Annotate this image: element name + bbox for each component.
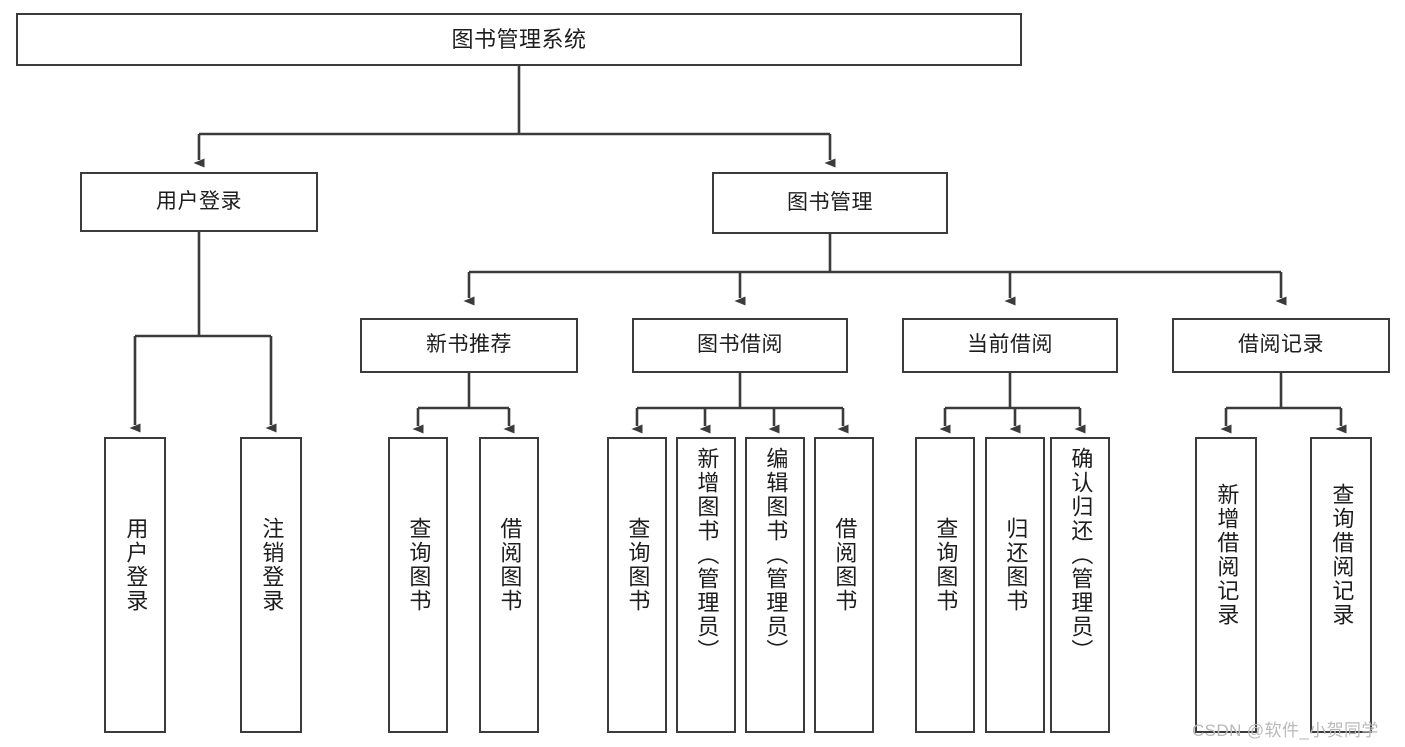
node-label: 查询图书 — [625, 517, 651, 613]
node-book-management[interactable]: 图书管理 — [712, 172, 948, 234]
node-label: 查询图书 — [933, 517, 959, 613]
leaf-user-login[interactable]: 用户登录 — [104, 437, 166, 733]
node-label: 查询借阅记录 — [1329, 483, 1355, 627]
leaf-borrow-book-1[interactable]: 借阅图书 — [479, 437, 539, 733]
node-root-book-management-system[interactable]: 图书管理系统 — [16, 13, 1022, 66]
node-label: 借阅图书 — [497, 517, 523, 613]
leaf-logout-login[interactable]: 注销登录 — [240, 437, 302, 733]
leaf-add-book[interactable]: 新增图书（管理员） — [676, 437, 736, 733]
leaf-query-borrow-record[interactable]: 查询借阅记录 — [1310, 437, 1372, 733]
leaf-return-book[interactable]: 归还图书 — [985, 437, 1045, 733]
node-label: 编辑图书（管理员） — [763, 447, 789, 663]
node-label: 新增借阅记录 — [1214, 483, 1240, 627]
node-user-login[interactable]: 用户登录 — [80, 172, 318, 232]
node-label: 新增图书（管理员） — [694, 447, 720, 663]
leaf-query-book-2[interactable]: 查询图书 — [607, 437, 667, 733]
leaf-borrow-book-2[interactable]: 借阅图书 — [814, 437, 874, 733]
leaf-confirm-return[interactable]: 确认归还（管理员） — [1050, 437, 1110, 733]
node-label: 图书管理系统 — [451, 26, 587, 52]
node-label: 用户登录 — [123, 517, 149, 613]
node-label: 查询图书 — [406, 517, 432, 613]
node-label: 当前借阅 — [967, 333, 1053, 357]
leaf-query-book-3[interactable]: 查询图书 — [915, 437, 975, 733]
node-label: 新书推荐 — [426, 333, 512, 357]
node-current-borrow[interactable]: 当前借阅 — [902, 318, 1118, 373]
node-label: 确认归还（管理员） — [1068, 447, 1094, 663]
node-label: 用户登录 — [156, 189, 242, 213]
watermark-credit: CSDN @软件_小贺同学 — [1192, 721, 1379, 740]
node-borrow-record[interactable]: 借阅记录 — [1172, 318, 1390, 373]
node-label: 借阅图书 — [832, 517, 858, 613]
node-book-borrow[interactable]: 图书借阅 — [632, 318, 848, 373]
node-label: 归还图书 — [1003, 517, 1029, 613]
node-new-book-recommend[interactable]: 新书推荐 — [360, 318, 578, 373]
leaf-edit-book[interactable]: 编辑图书（管理员） — [745, 437, 805, 733]
node-label: 图书借阅 — [697, 333, 783, 357]
node-label: 图书管理 — [787, 190, 873, 214]
leaf-query-book-1[interactable]: 查询图书 — [388, 437, 448, 733]
node-label: 注销登录 — [259, 517, 285, 613]
leaf-add-borrow-record[interactable]: 新增借阅记录 — [1195, 437, 1257, 733]
node-label: 借阅记录 — [1238, 333, 1324, 357]
